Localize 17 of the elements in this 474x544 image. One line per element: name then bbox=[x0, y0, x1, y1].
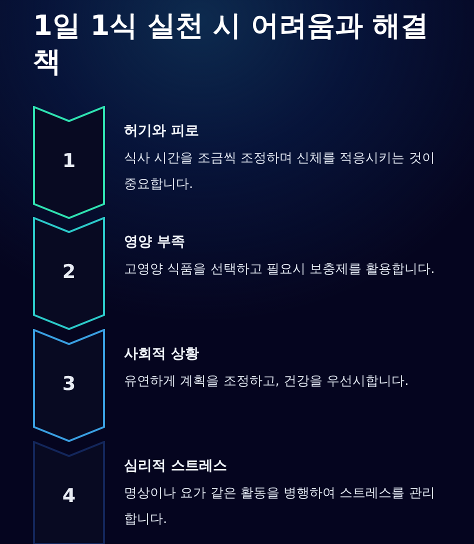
step-heading: 사회적 상황 bbox=[124, 345, 200, 363]
step-number: 3 bbox=[61, 373, 77, 395]
chevron-step bbox=[33, 217, 105, 330]
step-description: 유연하게 계획을 조정하고, 건강을 우선시합니다. bbox=[124, 373, 410, 391]
step-description: 고영양 식품을 선택하고 필요시 보충제를 활용합니다. bbox=[124, 261, 436, 279]
step-number: 1 bbox=[61, 150, 77, 172]
step-heading: 심리적 스트레스 bbox=[124, 457, 228, 475]
chevron-step bbox=[33, 441, 105, 544]
step-number: 2 bbox=[61, 261, 77, 283]
chevron-step bbox=[33, 329, 105, 442]
step-description: 명상이나 요가 같은 활동을 병행하여 스트레스를 관리합니다. bbox=[124, 485, 436, 529]
chevron-step bbox=[33, 106, 105, 219]
step-number: 4 bbox=[61, 485, 77, 507]
step-heading: 허기와 피로 bbox=[124, 122, 200, 140]
title: 1일 1식 실천 시 어려움과 해결책 bbox=[33, 8, 430, 80]
step-description: 식사 시간을 조금씩 조정하며 신체를 적응시키는 것이 중요합니다. bbox=[124, 150, 436, 194]
step-heading: 영양 부족 bbox=[124, 233, 186, 251]
